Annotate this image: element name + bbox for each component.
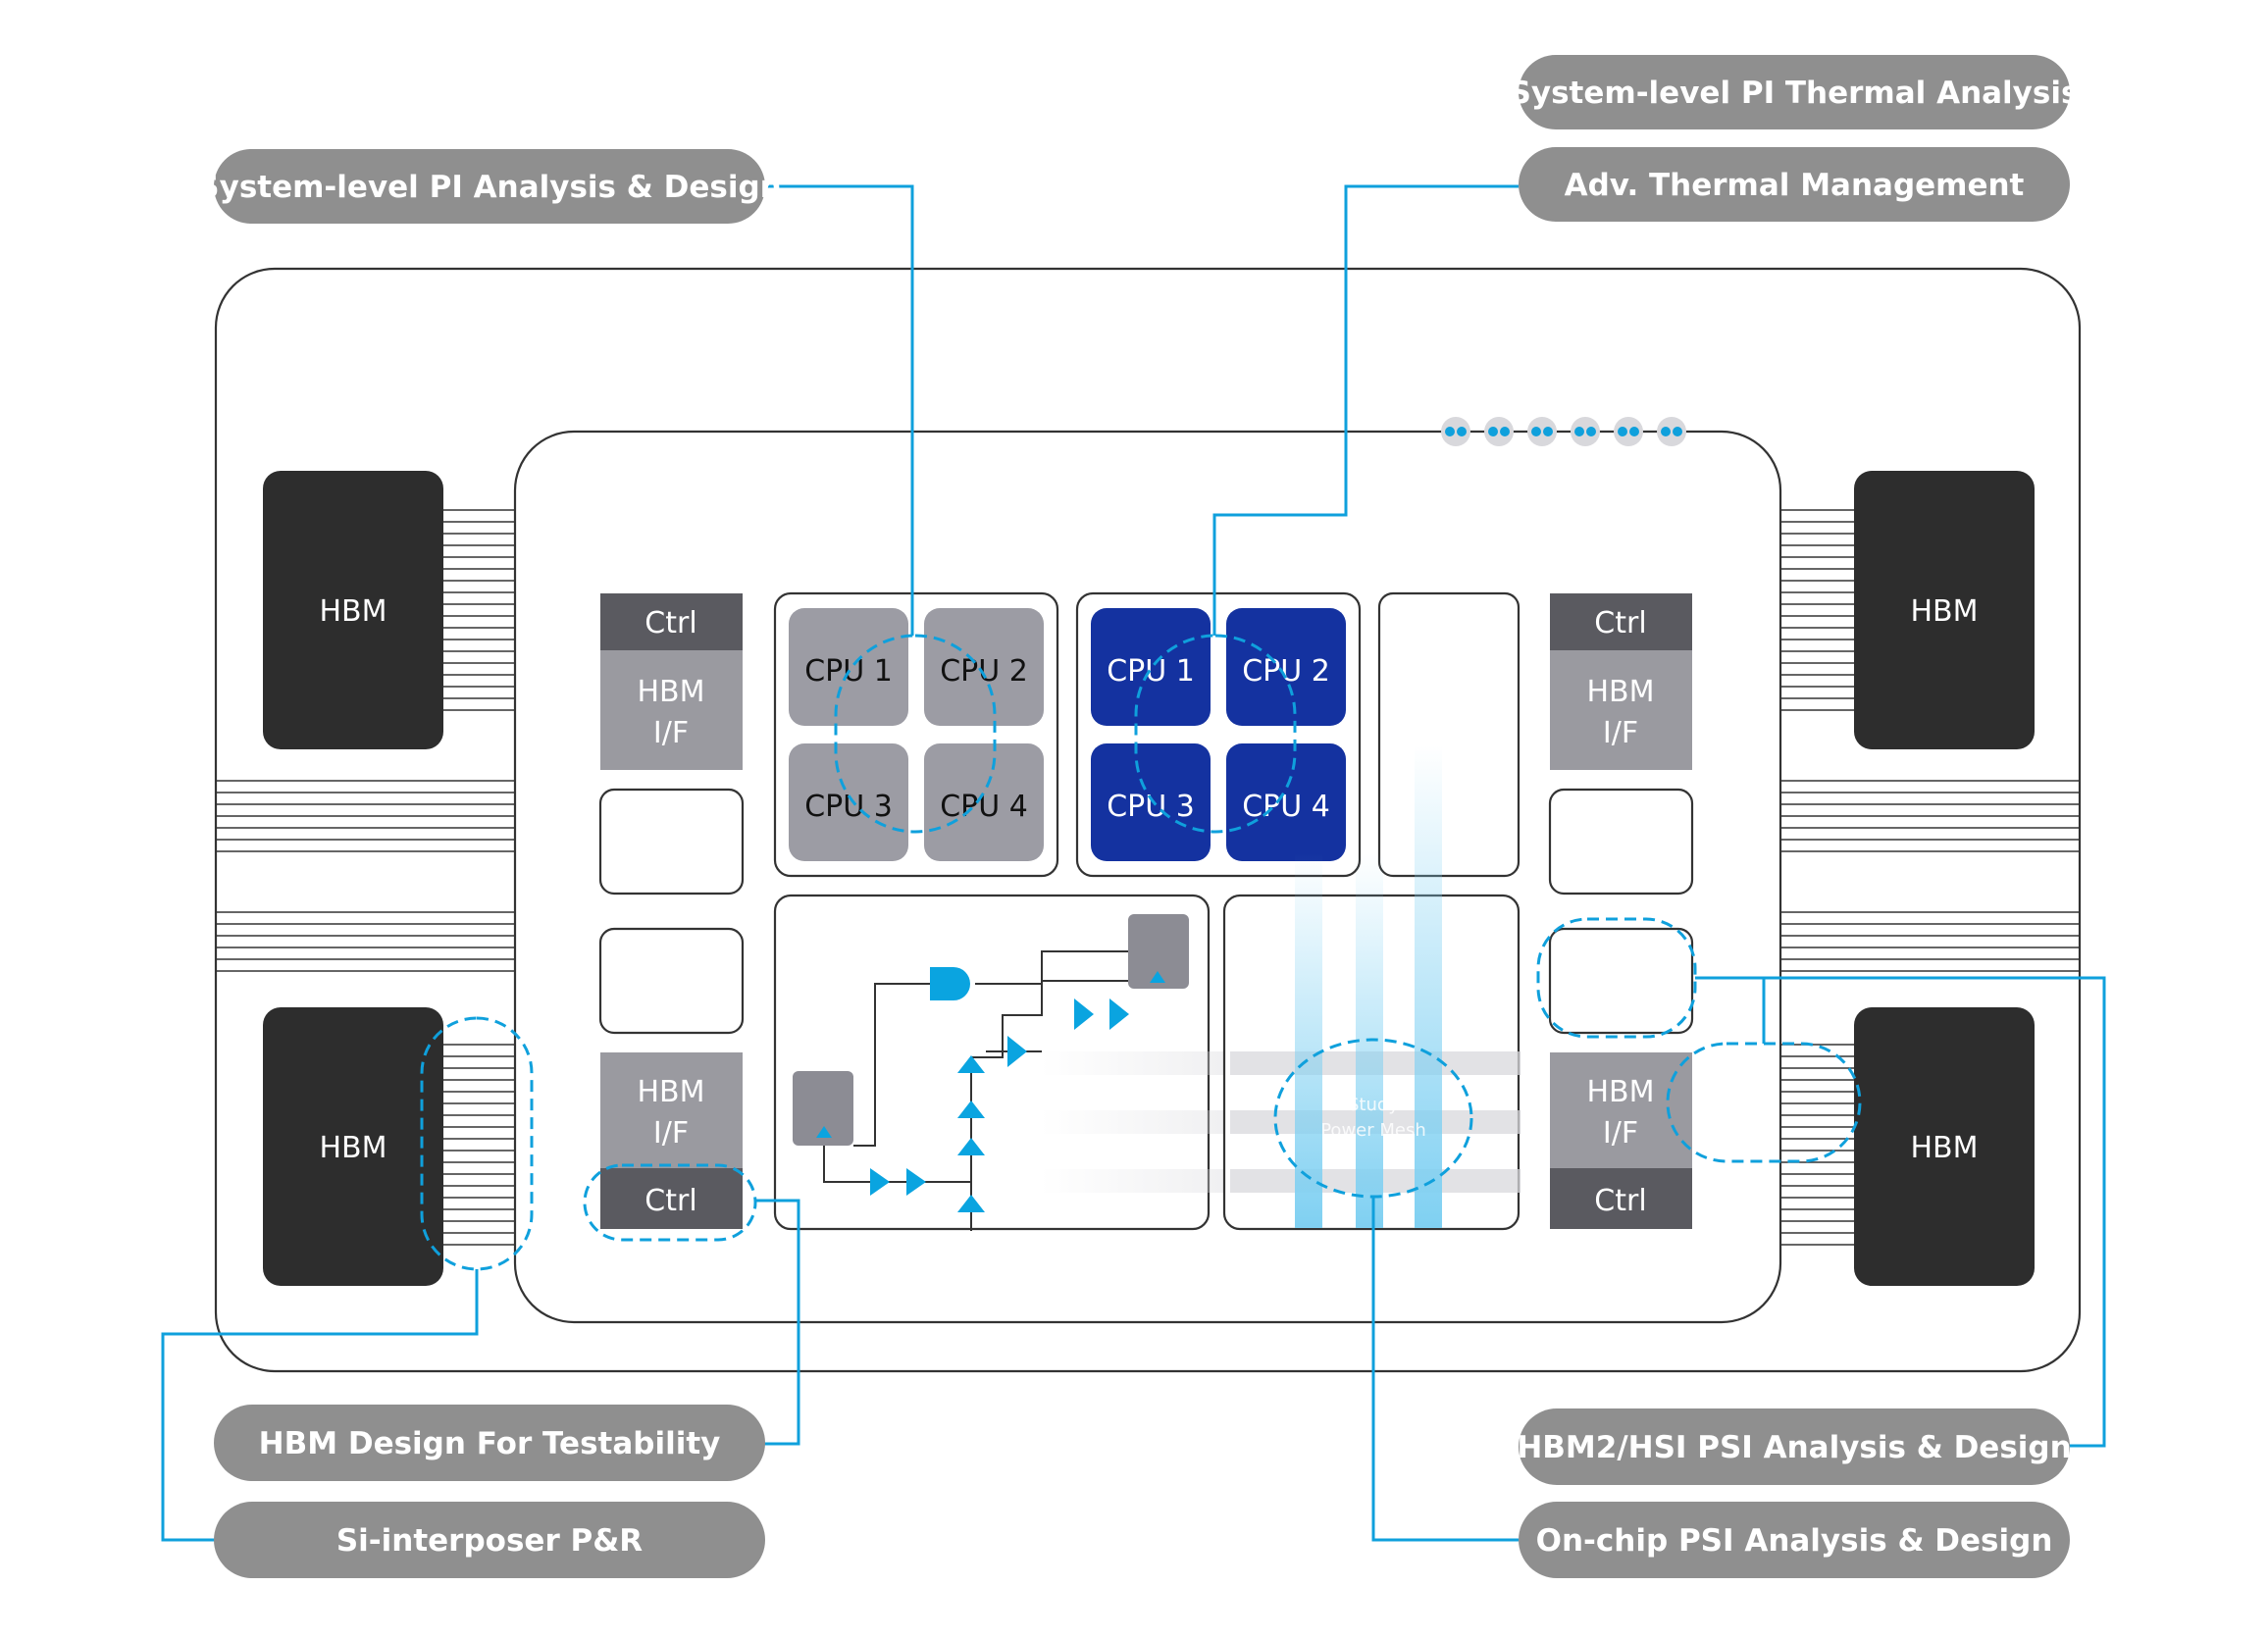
logic-cell-left [793, 1071, 853, 1146]
empty-block-tall [1377, 591, 1521, 878]
cpu-blue-4-label: CPU 4 [1242, 790, 1330, 824]
highlight-cpu-gray [834, 634, 997, 834]
callout-interposer-pr: Si-interposer P&R [214, 1502, 765, 1578]
hbm-bottom-left [263, 1007, 443, 1286]
callout-thermal-mgmt-text: Adv. Thermal Management [1565, 168, 2025, 203]
left-top-ctrl [600, 593, 743, 650]
cpu-blue-2-label: CPU 2 [1242, 654, 1330, 689]
callout-hbm2-psi: HBM2/HSI PSI Analysis & Design [1517, 1408, 2072, 1485]
callout-thermal-mgmt: Adv. Thermal Management [1519, 147, 2070, 222]
cpu-gray-2 [924, 608, 1044, 726]
left-bottom-hbm-if [600, 1052, 743, 1168]
callout-hbm-dft: HBM Design For Testability [214, 1405, 765, 1481]
bump-dots [1441, 417, 1686, 446]
callout-onchip-psi: On-chip PSI Analysis & Design [1519, 1502, 2070, 1578]
left-top-if-label-1: HBM [637, 675, 704, 709]
cpu-gray-4 [924, 743, 1044, 861]
power-rail-1 [1295, 853, 1322, 1228]
hbm-links-bottom-right [1780, 1044, 1854, 1246]
right-top-hbm-if [1550, 650, 1692, 770]
hbm-top-right [1854, 471, 2035, 749]
cpu-blue-1 [1091, 608, 1211, 726]
hbm-top-left [263, 471, 443, 749]
cpu-gray-3-label: CPU 3 [804, 790, 893, 824]
right-bottom-ctrl [1550, 1168, 1692, 1229]
cpu-gray-3 [789, 743, 908, 861]
highlight-left-ctrl [583, 1163, 757, 1242]
highlight-right-block [1536, 917, 1697, 1039]
hbm-links-bottom-left [443, 1044, 515, 1246]
power-rail-3 [1415, 745, 1442, 1228]
right-top-ctrl [1550, 593, 1692, 650]
right-bottom-if-label-1: HBM [1586, 1075, 1654, 1109]
callout-pi-thermal-text: System-level PI Thermal Analysis [1510, 76, 2080, 111]
substrate-bus-right [1780, 780, 2080, 972]
right-top-if-label-1: HBM [1586, 675, 1654, 709]
left-bottom-if-label-2: I/F [653, 1116, 689, 1151]
cpu-blue-3 [1091, 743, 1211, 861]
logic-cell-right [1128, 914, 1189, 989]
left-top-ctrl-label: Ctrl [644, 606, 696, 640]
cpu-blue-4 [1226, 743, 1346, 861]
and-gate-icon [930, 967, 970, 1000]
left-empty-block-1 [598, 788, 745, 896]
left-bottom-if-label-1: HBM [637, 1075, 704, 1109]
callout-pi-design-text: System-level PI Analysis & Design [197, 170, 781, 205]
right-top-ctrl-label: Ctrl [1594, 606, 1646, 640]
power-mesh-label-1: Study [1348, 1095, 1399, 1115]
cpu-gray-2-label: CPU 2 [940, 654, 1028, 689]
right-empty-block-2 [1548, 927, 1694, 1035]
substrate-bus-left [216, 780, 515, 972]
left-empty-block-2 [598, 927, 745, 1035]
left-bottom-ctrl [600, 1168, 743, 1229]
buffer-icons [816, 971, 1165, 1212]
callout-pi-thermal: System-level PI Thermal Analysis [1510, 55, 2080, 129]
callout-pi-design: System-level PI Analysis & Design [197, 149, 782, 224]
hbm-top-right-label: HBM [1910, 594, 1978, 629]
hbm-bottom-left-label: HBM [319, 1131, 387, 1165]
cpu-blue-3-label: CPU 3 [1107, 790, 1195, 824]
right-bottom-hbm-if [1550, 1052, 1692, 1168]
callout-onchip-psi-text: On-chip PSI Analysis & Design [1536, 1523, 2053, 1559]
hbm-top-left-label: HBM [319, 594, 387, 629]
cpu-gray-4-label: CPU 4 [940, 790, 1028, 824]
hbm-links-top-left [443, 509, 515, 711]
right-bottom-if-label-2: I/F [1603, 1116, 1638, 1151]
hbm-links-top-right [1780, 509, 1854, 711]
power-mesh-label-2: Power Mesh [1320, 1120, 1426, 1141]
right-top-if-label-2: I/F [1603, 716, 1638, 750]
left-bottom-ctrl-label: Ctrl [644, 1184, 696, 1218]
hbm-bottom-right [1854, 1007, 2035, 1286]
left-top-if-label-2: I/F [653, 716, 689, 750]
callout-hbm2-psi-text: HBM2/HSI PSI Analysis & Design [1517, 1430, 2071, 1465]
cpu-blue-2 [1226, 608, 1346, 726]
right-empty-block-1 [1548, 788, 1694, 896]
highlight-hbm-bumps [420, 1016, 534, 1271]
right-bottom-ctrl-label: Ctrl [1594, 1184, 1646, 1218]
callout-interposer-pr-text: Si-interposer P&R [336, 1523, 643, 1559]
left-top-hbm-if [600, 650, 743, 770]
hbm-bottom-right-label: HBM [1910, 1131, 1978, 1165]
callout-hbm-dft-text: HBM Design For Testability [259, 1426, 721, 1461]
callout-connectors [161, 184, 2106, 1542]
cpu-gray-1 [789, 608, 908, 726]
